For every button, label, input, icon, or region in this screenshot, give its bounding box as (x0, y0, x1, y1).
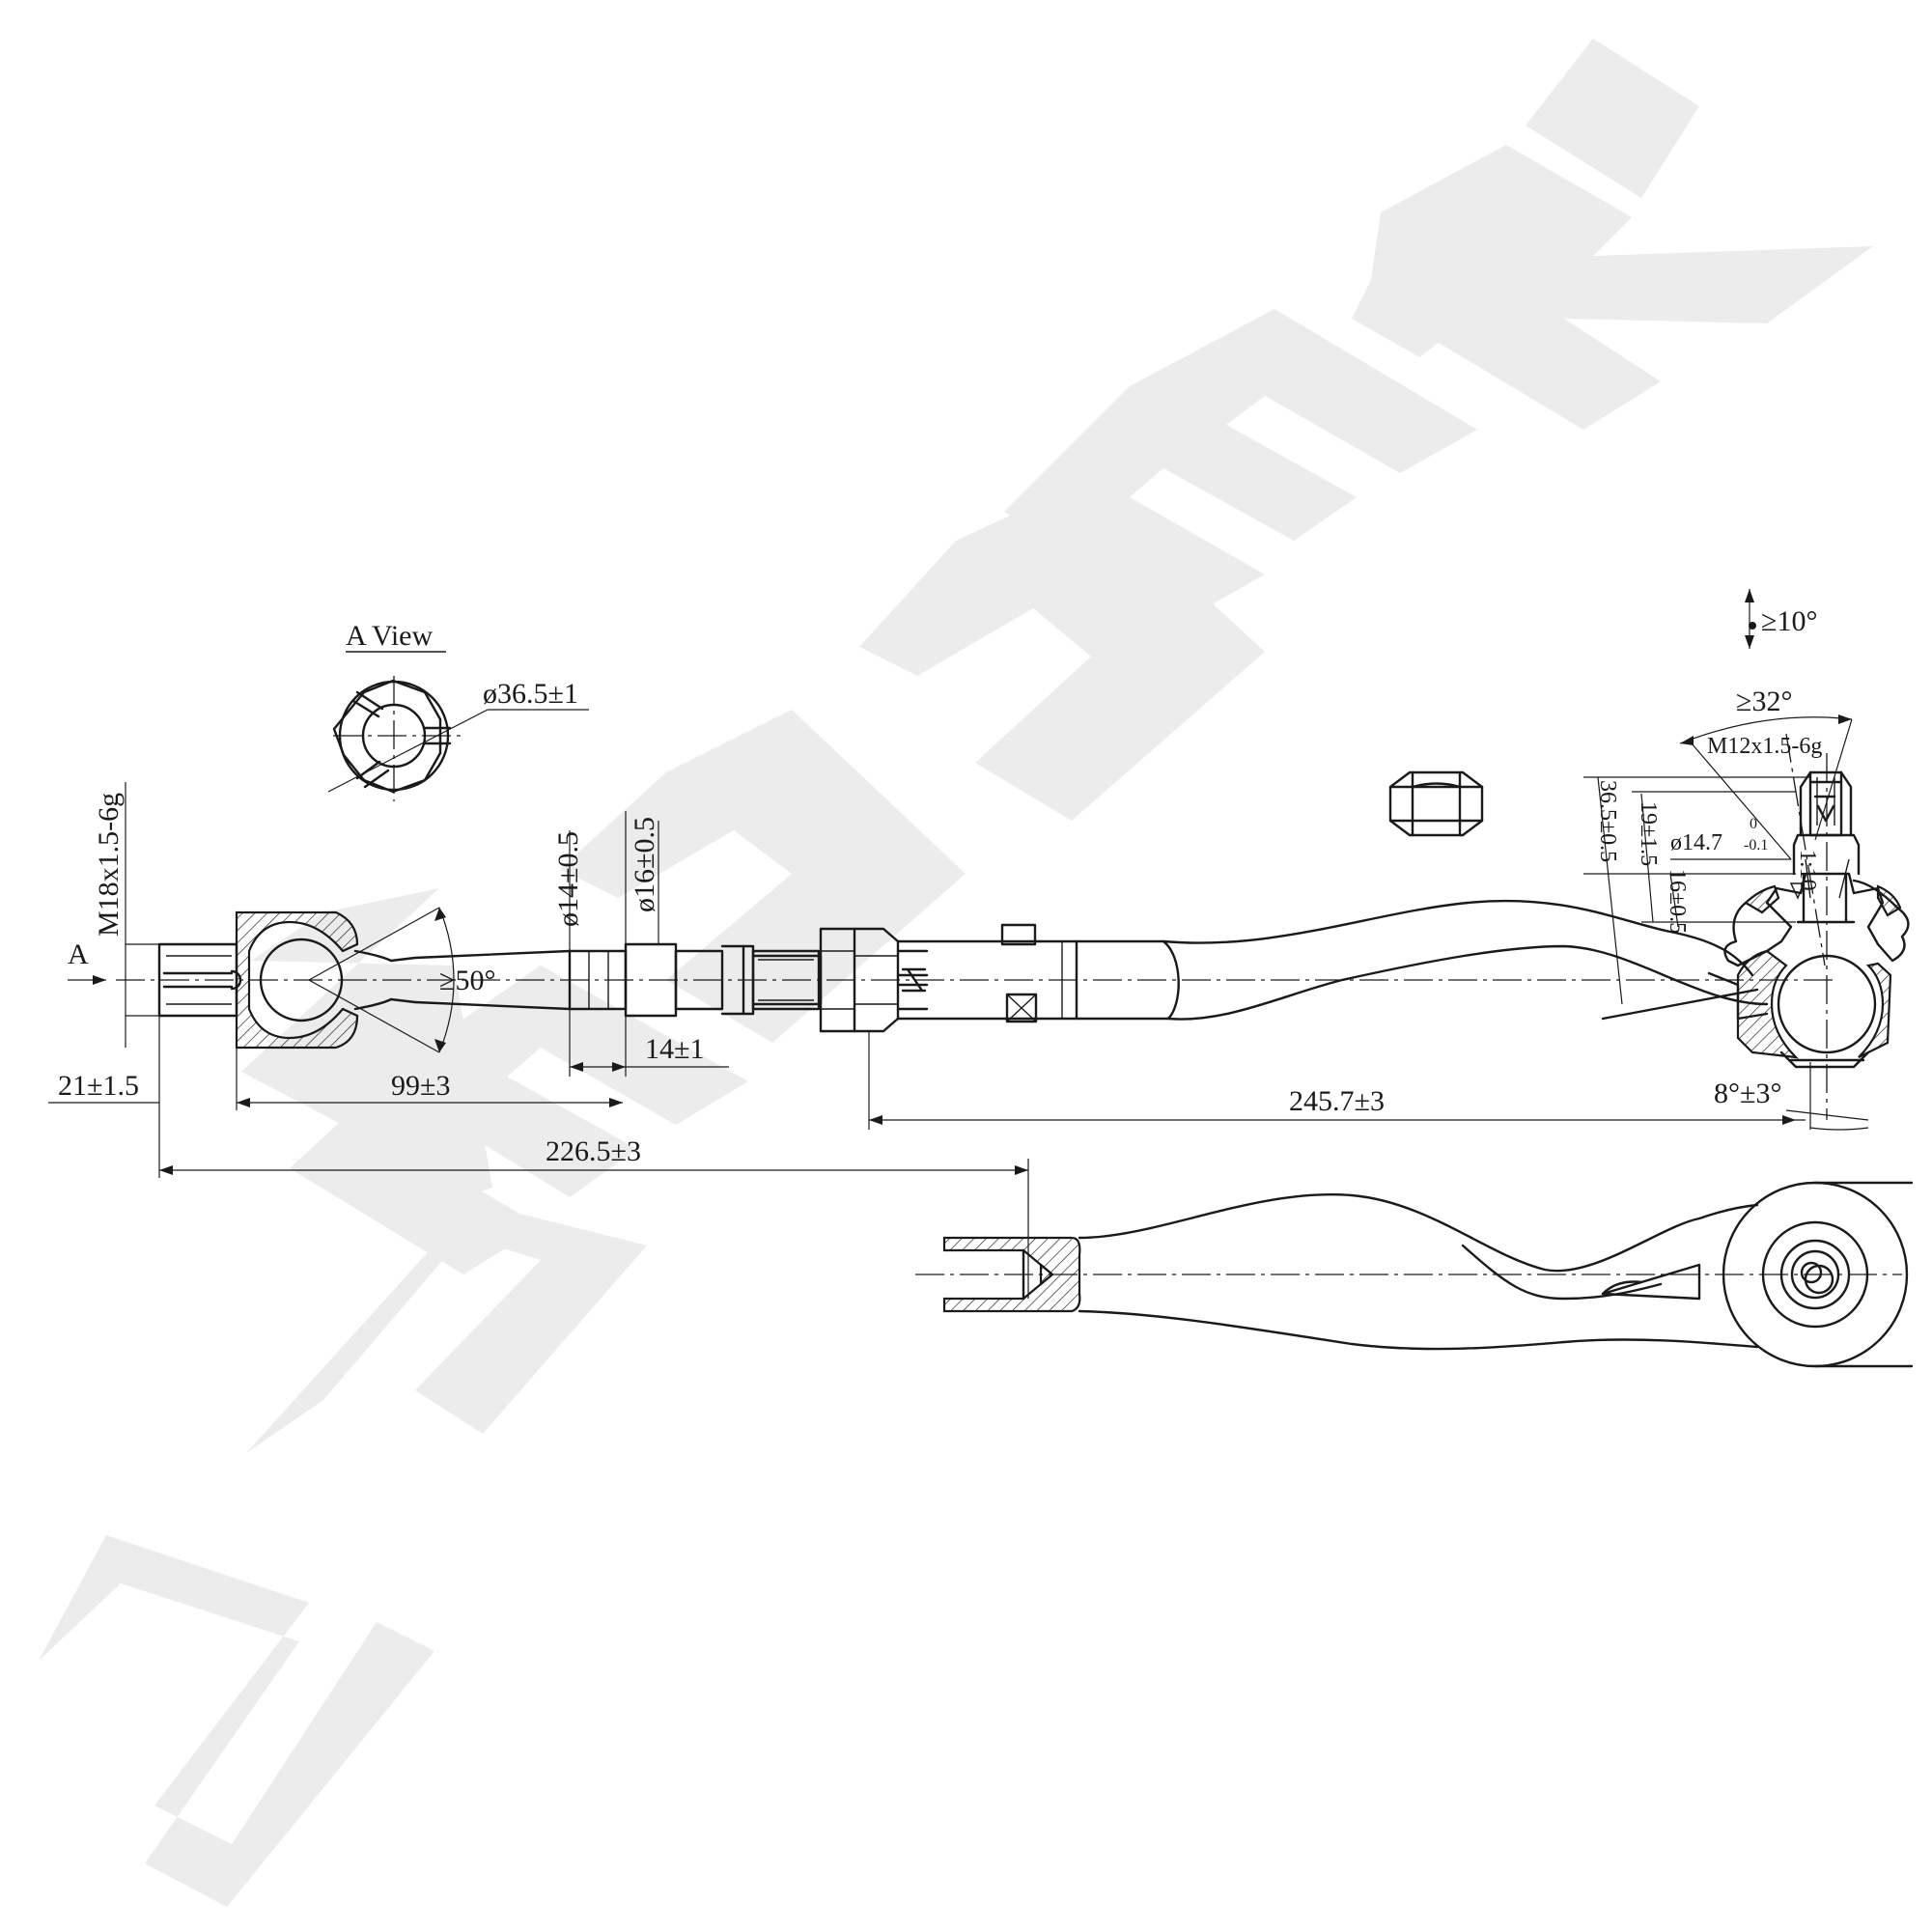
len-226-label: 226.5±3 (546, 1135, 641, 1167)
dimension-lines: A M18x1.5-6g 21±1.5 99±3 ø14±0.5 ø16±0.5… (48, 589, 1869, 1299)
inner-tie-rod (116, 733, 1910, 1120)
hex-diameter-label: ø36.5±1 (483, 678, 578, 710)
shaft-d16-label: ø16±0.5 (629, 817, 660, 912)
len-14-label: 14±1 (645, 1033, 704, 1065)
thread-inner-label: M18x1.5-6g (93, 793, 125, 937)
stud-tol-upper-label: 0 (1750, 816, 1757, 832)
shaft-d14-label: ø14±0.5 (552, 831, 584, 927)
zennek-watermark-logo (39, 39, 1873, 1907)
a-view-title: A View (346, 620, 433, 652)
len-99-label: 99±3 (391, 1070, 450, 1102)
view-marker-label: A (68, 938, 89, 970)
castle-nut-side-view (1388, 770, 1484, 837)
stud-tol-lower-label: -0.1 (1744, 837, 1768, 854)
thread-outer-label: M12x1.5-6g (1707, 734, 1822, 759)
taper-label: 1:10 (1795, 850, 1820, 891)
outer-tie-rod-top-view (915, 1181, 1914, 1368)
angle-50-label: ≥50° (439, 965, 495, 996)
a-view: A View ø36.5±1 (327, 620, 589, 801)
len-16-label: 16±0.5 (1665, 869, 1690, 934)
stud-dia-label: ø14.7 (1670, 830, 1722, 855)
angle-8-label: 8°±3° (1714, 1078, 1781, 1109)
angle-10-label: ≥10° (1761, 605, 1817, 637)
angle-32-label: ≥32° (1736, 686, 1792, 717)
len-245-label: 245.7±3 (1289, 1085, 1385, 1117)
len-21-label: 21±1.5 (58, 1070, 139, 1102)
len-19-label: 19±1.5 (1636, 801, 1661, 866)
len-36-label: 36.5±0.5 (1595, 780, 1620, 862)
